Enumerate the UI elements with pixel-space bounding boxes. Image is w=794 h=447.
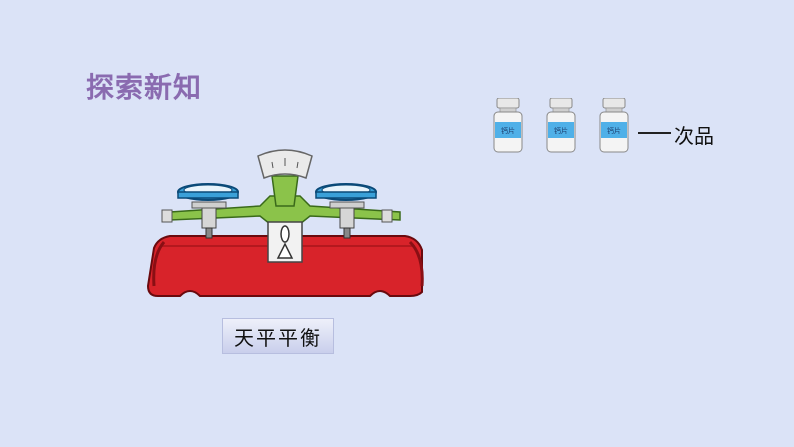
medicine-bottle-icon: 钙片 bbox=[599, 98, 629, 154]
bottle-label: 钙片 bbox=[501, 126, 515, 135]
caption-label: 天平平衡 bbox=[222, 318, 334, 354]
bottle-label: 钙片 bbox=[554, 126, 568, 135]
medicine-bottle-icon: 钙片 bbox=[546, 98, 576, 154]
pointer-line bbox=[638, 132, 671, 134]
balance-scale-illustration bbox=[140, 146, 430, 306]
bottle-label: 钙片 bbox=[607, 126, 621, 135]
defective-label: 次品 bbox=[674, 124, 714, 148]
page-title: 探索新知 bbox=[86, 71, 203, 104]
medicine-bottle-icon: 钙片 bbox=[493, 98, 523, 154]
